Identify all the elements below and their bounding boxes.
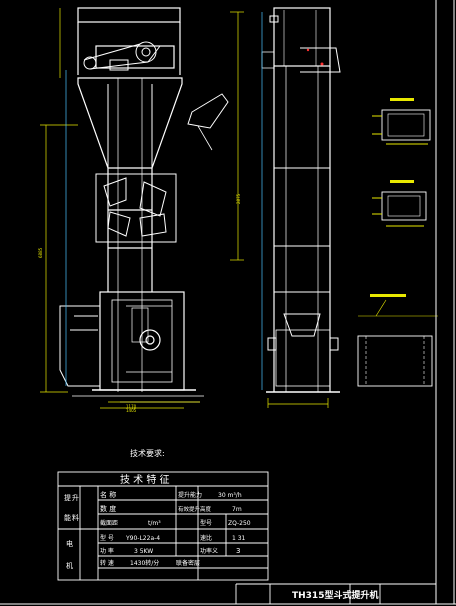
group-b-char-2: 机 xyxy=(66,561,73,570)
front-dimension-values: 6885 2875 1170 1405 xyxy=(38,193,241,413)
svg-text:6885: 6885 xyxy=(38,247,43,258)
svg-text:1170: 1170 xyxy=(126,404,137,409)
front-elevation-view xyxy=(59,7,229,403)
feed-chute xyxy=(187,93,229,129)
group-a-char-3: 能 xyxy=(64,513,71,522)
svg-text:1405: 1405 xyxy=(126,408,137,413)
row3-label: 截面距 xyxy=(100,519,118,527)
row1-value2: 30 m³/h xyxy=(218,492,242,499)
detail-labels xyxy=(370,98,414,297)
row6-label2: 联备密层 xyxy=(176,559,200,567)
group-a-char-1: 提 xyxy=(64,493,71,502)
side-head-extension xyxy=(300,47,341,73)
group-b-char-1: 电 xyxy=(66,539,73,548)
row2-label: 数 度 xyxy=(100,504,116,513)
row4-value2: 1 31 xyxy=(232,535,246,542)
detail-view-a xyxy=(372,109,431,145)
row4-value1: Y90-L22a-4 xyxy=(125,535,160,542)
front-dimension-lines xyxy=(40,8,244,409)
row1-label2: 提升能力 xyxy=(178,491,202,499)
row3-value1: t/m³ xyxy=(148,520,161,527)
row4-label: 型 号 xyxy=(100,534,114,542)
foundation-detail xyxy=(357,299,438,387)
row6-value1: 1430转/分 xyxy=(130,559,159,567)
row5-value1: 3 5KW xyxy=(134,548,153,555)
title-block xyxy=(235,583,436,604)
row5-label2: 功率义 xyxy=(200,547,218,555)
drawing-title: TH315型斗式提升机 xyxy=(292,589,378,601)
spec-table-title: 技 术 特 征 xyxy=(120,473,170,486)
row2-label2: 有效提升高度 xyxy=(178,505,212,513)
row2-value2: 7m xyxy=(232,506,242,513)
elevator-column xyxy=(107,78,153,392)
spec-table-text: 技 术 特 征 提 升 能 料 电 机 名 称 提升能力 30 m³/h 数 度… xyxy=(64,473,251,570)
group-a-char-2: 升 xyxy=(72,493,79,502)
svg-text:2875: 2875 xyxy=(236,193,241,204)
row5-label: 功 率 xyxy=(100,547,114,555)
row6-label: 转 速 xyxy=(100,559,114,567)
row1-label: 名 称 xyxy=(100,490,116,499)
row5-value2: 3 xyxy=(236,547,240,555)
tech-requirements-heading: 技术要求: xyxy=(130,448,165,458)
row3-label2: 型号 xyxy=(200,519,212,527)
inlet-hopper xyxy=(59,305,101,387)
side-boot-funnel xyxy=(283,313,321,337)
side-red-markers xyxy=(306,48,324,66)
spec-table xyxy=(57,471,269,581)
hopper xyxy=(77,77,183,169)
side-dimension-lines xyxy=(261,12,329,408)
group-a-char-4: 料 xyxy=(72,513,79,522)
side-elevation-view xyxy=(261,7,341,393)
row3-value2: ZQ-250 xyxy=(228,520,251,527)
row4-label2: 速比 xyxy=(200,534,212,542)
inspection-hatch xyxy=(95,173,177,243)
head-drive-assembly xyxy=(83,41,175,71)
detail-view-b xyxy=(372,191,427,227)
